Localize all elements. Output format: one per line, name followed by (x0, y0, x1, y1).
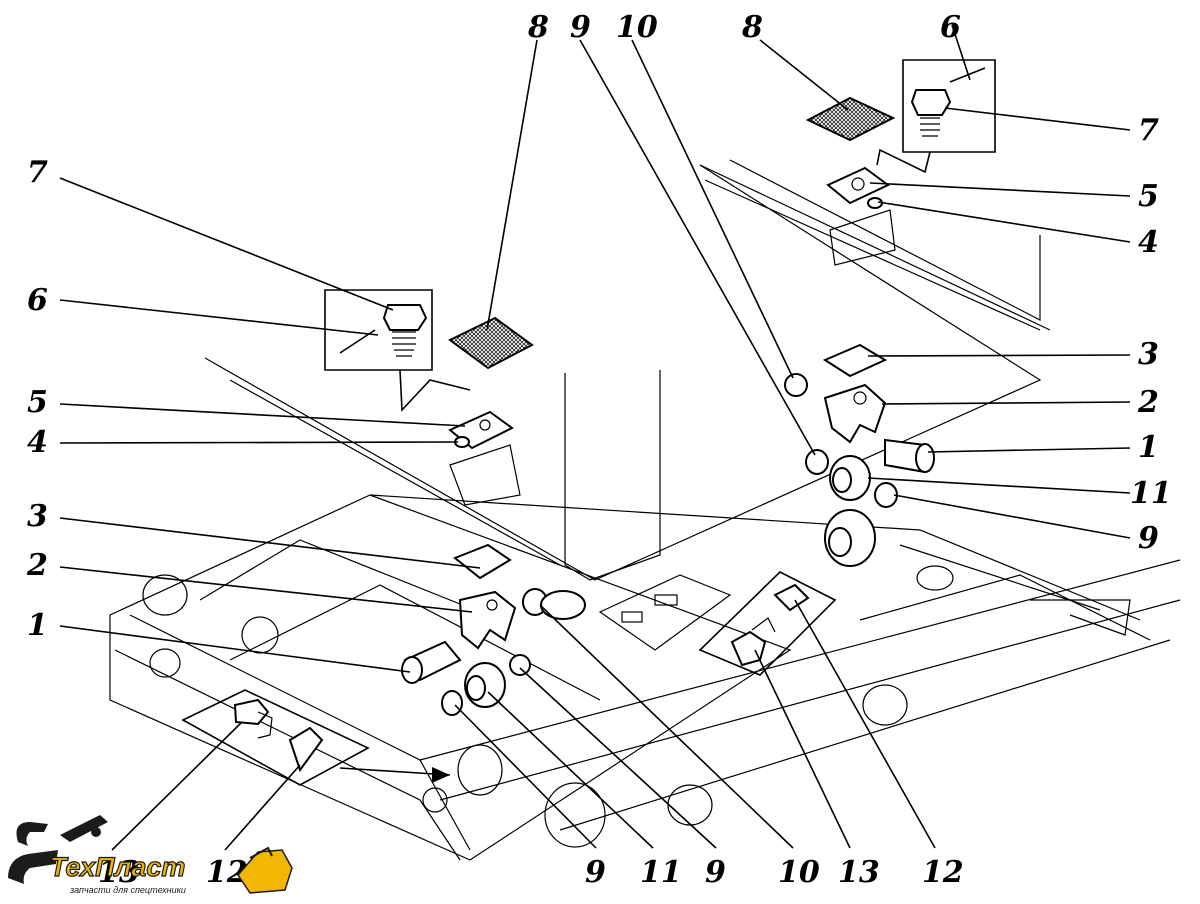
right-plate-3 (822, 343, 888, 378)
callout-bottom-9b: 9 (705, 855, 726, 890)
callout-left-2: 2 (26, 548, 48, 583)
right-bolt-inset (876, 59, 996, 174)
frame-chassis (109, 494, 1181, 861)
callout-bottom-13-left: 13 (98, 855, 140, 890)
callout-right-5: 5 (1138, 179, 1159, 214)
left-bolt-detail-inset (181, 689, 451, 786)
left-ring-9b (509, 654, 531, 676)
callout-labels: 7 6 5 4 3 2 1 8 9 10 8 6 7 5 4 3 2 1 11 … (26, 10, 1172, 890)
right-ring-9b (874, 482, 898, 508)
right-bushing-installed (824, 509, 876, 567)
callout-bottom-11: 11 (640, 855, 682, 890)
callout-right-7: 7 (1138, 113, 1159, 148)
callout-left-6: 6 (27, 283, 48, 318)
callout-left-3: 3 (27, 499, 48, 534)
vehicle-body-outline (204, 159, 1051, 581)
logo-name: ТехПласт (50, 852, 185, 882)
left-mat-8 (448, 316, 534, 370)
leader-lines (59, 24, 1131, 851)
right-plate-5 (826, 166, 890, 209)
left-ring-9a (441, 690, 463, 716)
right-ring-9a (805, 449, 829, 475)
callout-top-8a: 8 (527, 10, 549, 45)
callout-left-7: 7 (27, 155, 48, 190)
excavator-bucket-icon (8, 815, 108, 884)
logo-tagline: запчасти для спецтехники (69, 885, 186, 895)
left-bushing-11 (464, 662, 506, 708)
right-ring-10 (784, 373, 808, 397)
callout-left-1: 1 (27, 608, 48, 643)
callout-left-5: 5 (27, 385, 48, 420)
callout-top-6: 6 (940, 10, 961, 45)
callout-right-3: 3 (1138, 337, 1159, 372)
callout-top-9: 9 (570, 10, 591, 45)
loader-bucket-icon (237, 846, 293, 894)
left-plate-5 (448, 410, 514, 450)
left-bracket-2 (458, 590, 517, 650)
callout-right-4: 4 (1138, 225, 1159, 260)
callout-bottom-13: 13 (838, 855, 880, 890)
callout-top-10: 10 (616, 10, 658, 45)
left-pin-1 (401, 640, 462, 684)
right-bracket-2 (823, 383, 887, 444)
right-bushing-11 (829, 455, 871, 501)
right-pin-1 (884, 438, 935, 474)
callout-top-8b: 8 (741, 10, 763, 45)
left-ring-10 (522, 588, 586, 620)
brand-logo: ТехПласт запчасти для спецтехники (8, 815, 293, 895)
callout-right-9: 9 (1138, 521, 1159, 556)
left-plate-3 (453, 543, 512, 580)
callout-bottom-9a: 9 (585, 855, 606, 890)
right-mat-8 (805, 96, 896, 142)
left-bolt-inset (324, 289, 471, 412)
callout-right-11: 11 (1130, 476, 1172, 511)
callout-right-1: 1 (1138, 430, 1159, 465)
callout-bottom-12: 12 (922, 855, 964, 890)
callout-right-2: 2 (1137, 385, 1159, 420)
callout-bottom-10: 10 (778, 855, 820, 890)
right-bolt-detail-inset (698, 571, 837, 676)
callout-left-4: 4 (27, 425, 48, 460)
